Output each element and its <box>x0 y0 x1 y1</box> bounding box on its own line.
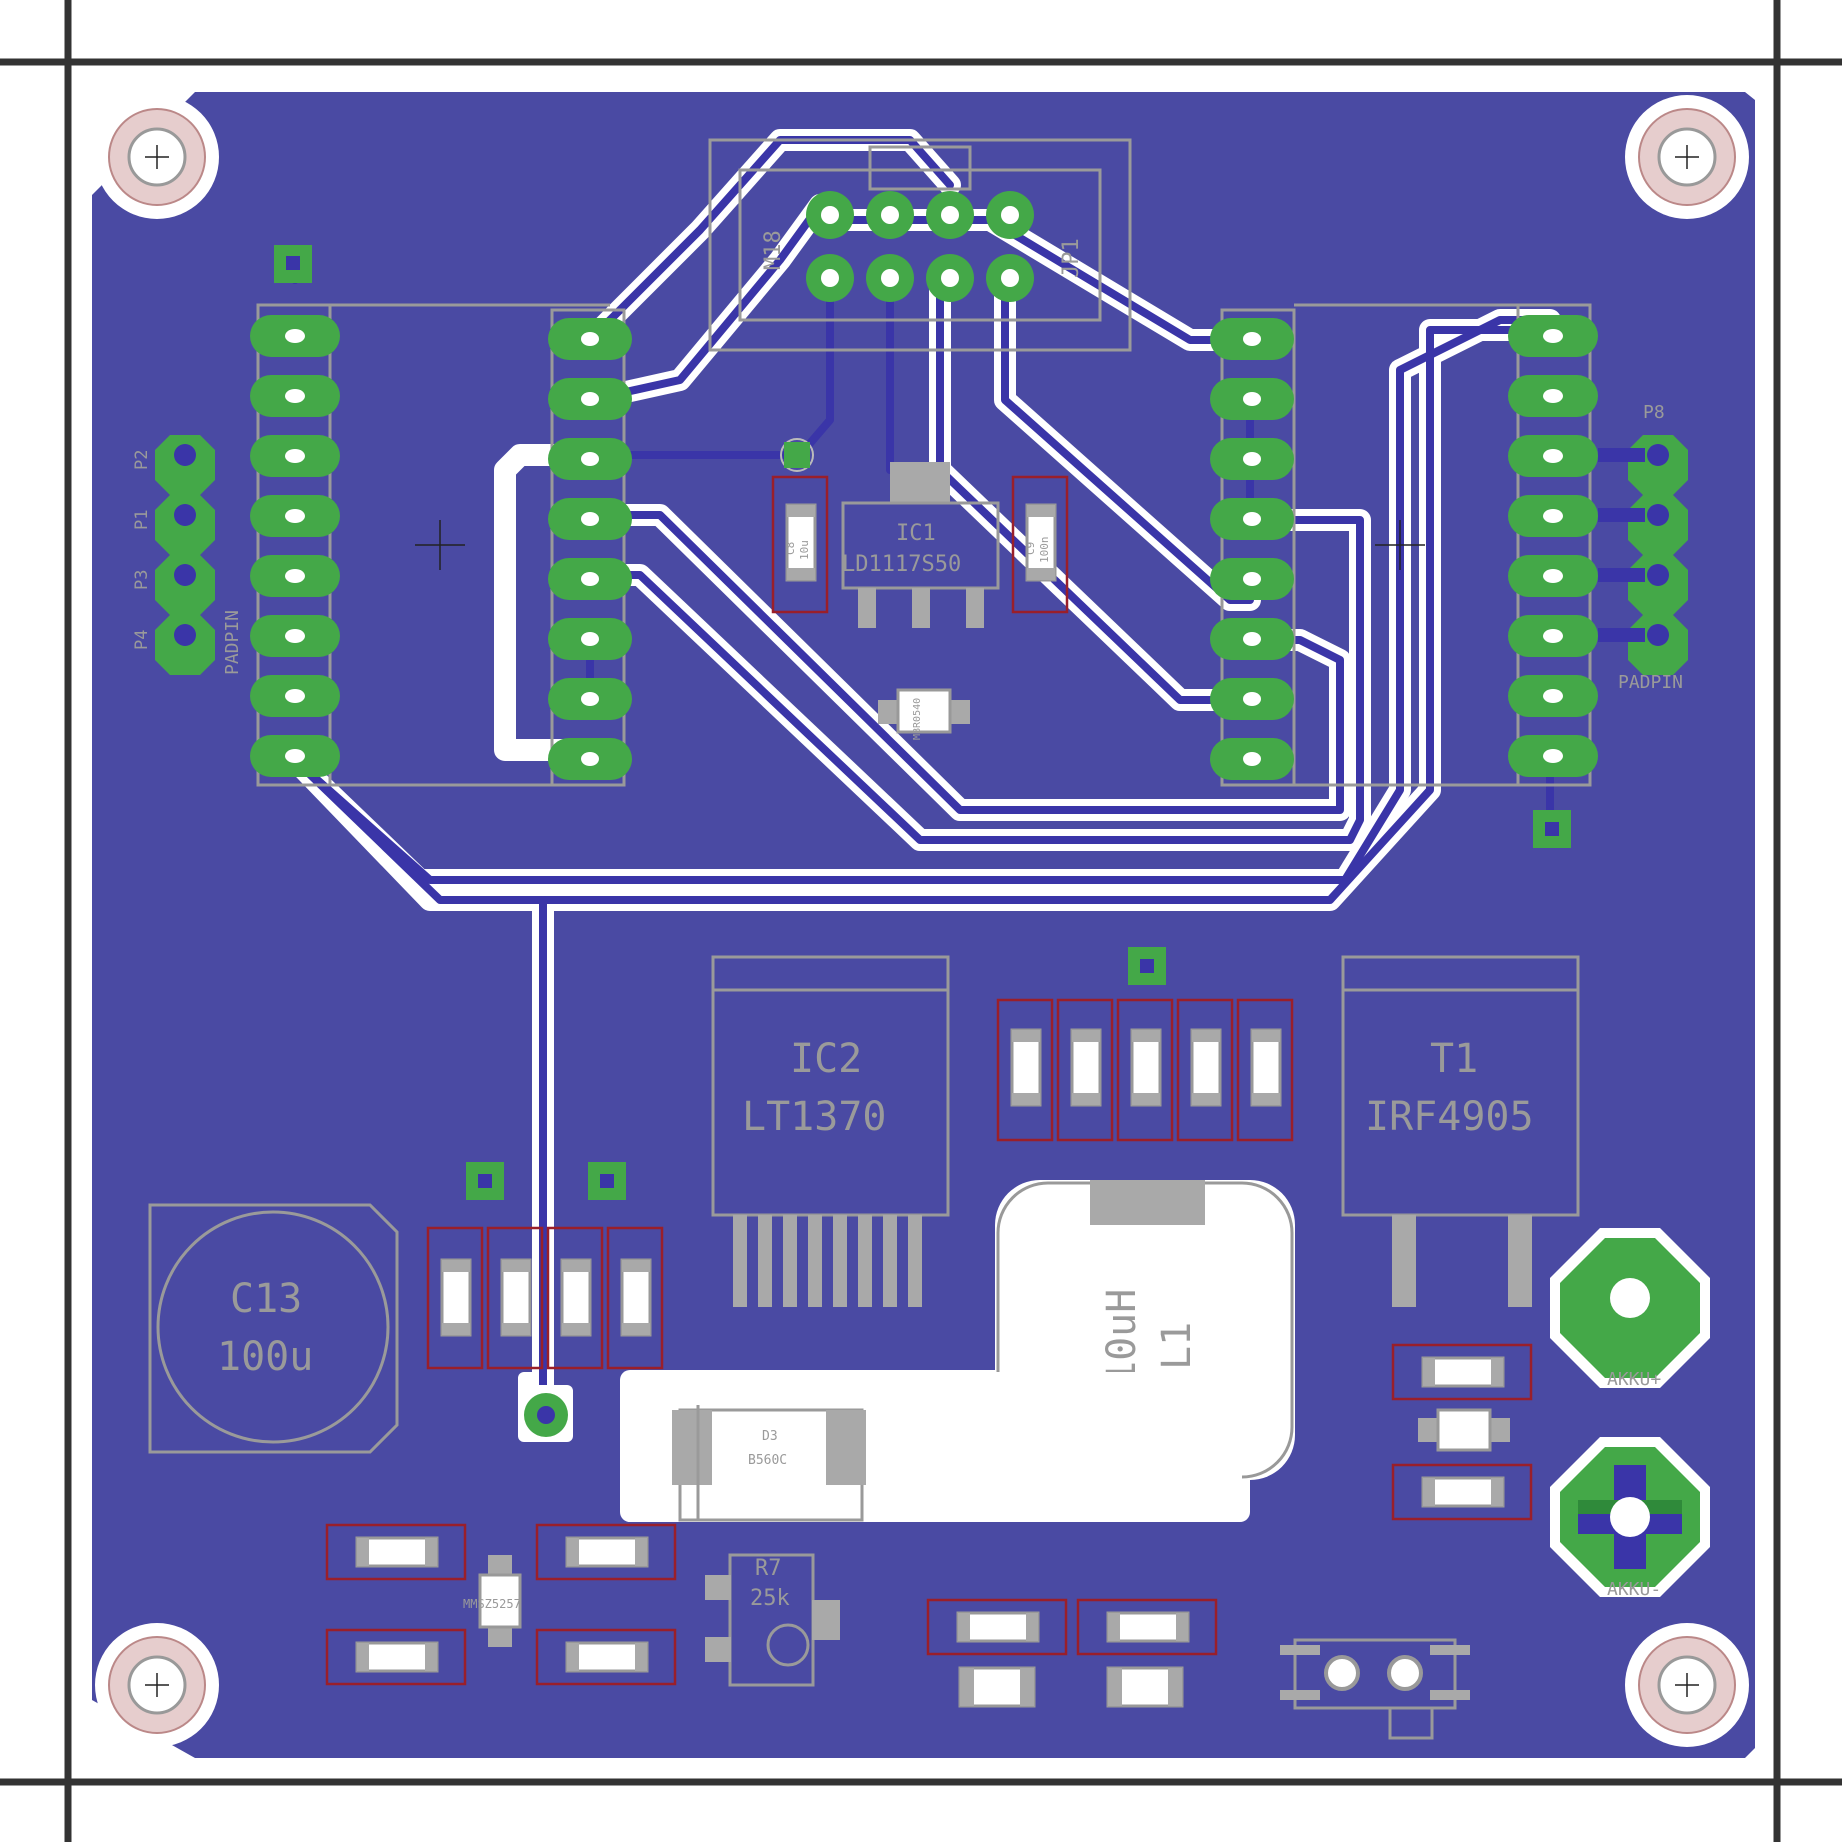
p2-label: P2 <box>132 450 152 470</box>
left-pads: P2 P1 P3 P4 PADPIN <box>132 435 243 675</box>
origin-crosshairs <box>415 520 1425 570</box>
c13-value: 100u <box>217 1334 313 1380</box>
d1-value: MMSZ5257 <box>463 1597 521 1611</box>
t1-value: IRF4905 <box>1365 1094 1534 1140</box>
d3-value: B560C <box>748 1453 787 1468</box>
c13-capacitor: C13 100u <box>148 1203 399 1454</box>
c9-label: C9 <box>1024 542 1037 555</box>
mount-hole-bl <box>95 1623 219 1747</box>
c13-name: C13 <box>230 1276 302 1322</box>
padpin-label-right: PADPIN <box>1618 672 1683 693</box>
c9-value: 100n <box>1038 537 1051 564</box>
left-header-pads <box>250 315 340 777</box>
akku-plus-label: AKKU+ <box>1607 1369 1661 1390</box>
jp1-label: JP1 <box>1059 238 1084 278</box>
left-header <box>250 245 610 787</box>
mount-hole-tr <box>1625 95 1749 219</box>
d3-diode: D3 B560C <box>622 1372 1242 1522</box>
d3-name: D3 <box>762 1429 778 1444</box>
d1-resistor-group: MMSZ5257 <box>325 1523 677 1686</box>
bottom-resistors <box>926 1598 1218 1708</box>
mount-hole-tl <box>95 95 219 219</box>
p4-label: P4 <box>132 630 152 650</box>
d2-value: MBR0540 <box>912 698 923 740</box>
right-header <box>1508 303 1598 848</box>
c8-value: 10u <box>798 540 811 560</box>
l1-name: L1 <box>1154 1322 1200 1370</box>
l1-value: 10uH <box>1099 1289 1145 1385</box>
ic1-regulator: IC1 LD1117S50 C8 10u C9 100n MBR0540 <box>771 438 1069 740</box>
ic1-value: LD1117S50 <box>842 552 961 577</box>
ic1-name: IC1 <box>896 521 936 546</box>
mount-hole-br <box>1625 1623 1749 1747</box>
ic2-converter: IC2 LT1370 <box>711 955 950 1307</box>
padpin-label-left: PADPIN <box>222 610 243 675</box>
akku-terminals: AKKU+ AKKU- <box>1550 1228 1710 1600</box>
right-pads: P8 PADPIN <box>1598 402 1688 693</box>
t1-transistor: T1 IRF4905 <box>1341 955 1580 1307</box>
r7-name: R7 <box>755 1556 782 1581</box>
c8-label: C8 <box>784 542 797 555</box>
ic2-value: LT1370 <box>742 1094 887 1140</box>
p1-label: P1 <box>132 510 152 530</box>
p8-label: P8 <box>1643 402 1665 423</box>
akku-minus-label: AKKU- <box>1607 1579 1661 1600</box>
right-resistors <box>1391 1343 1533 1521</box>
c10-c12-group <box>426 1162 664 1442</box>
ic2-name: IC2 <box>790 1036 862 1082</box>
capacitor-bank <box>996 947 1294 1142</box>
power-connector <box>1280 1638 1470 1740</box>
r7-potentiometer: R7 25k <box>705 1553 840 1687</box>
r7-value: 25k <box>750 1586 790 1611</box>
mid-left-header <box>548 308 632 787</box>
p3-label: P3 <box>132 570 152 590</box>
mounting-holes <box>95 95 1749 1747</box>
jp1-header: M18 JP1 <box>708 138 1132 352</box>
m18-label: M18 <box>761 230 786 270</box>
t1-name: T1 <box>1430 1036 1478 1082</box>
